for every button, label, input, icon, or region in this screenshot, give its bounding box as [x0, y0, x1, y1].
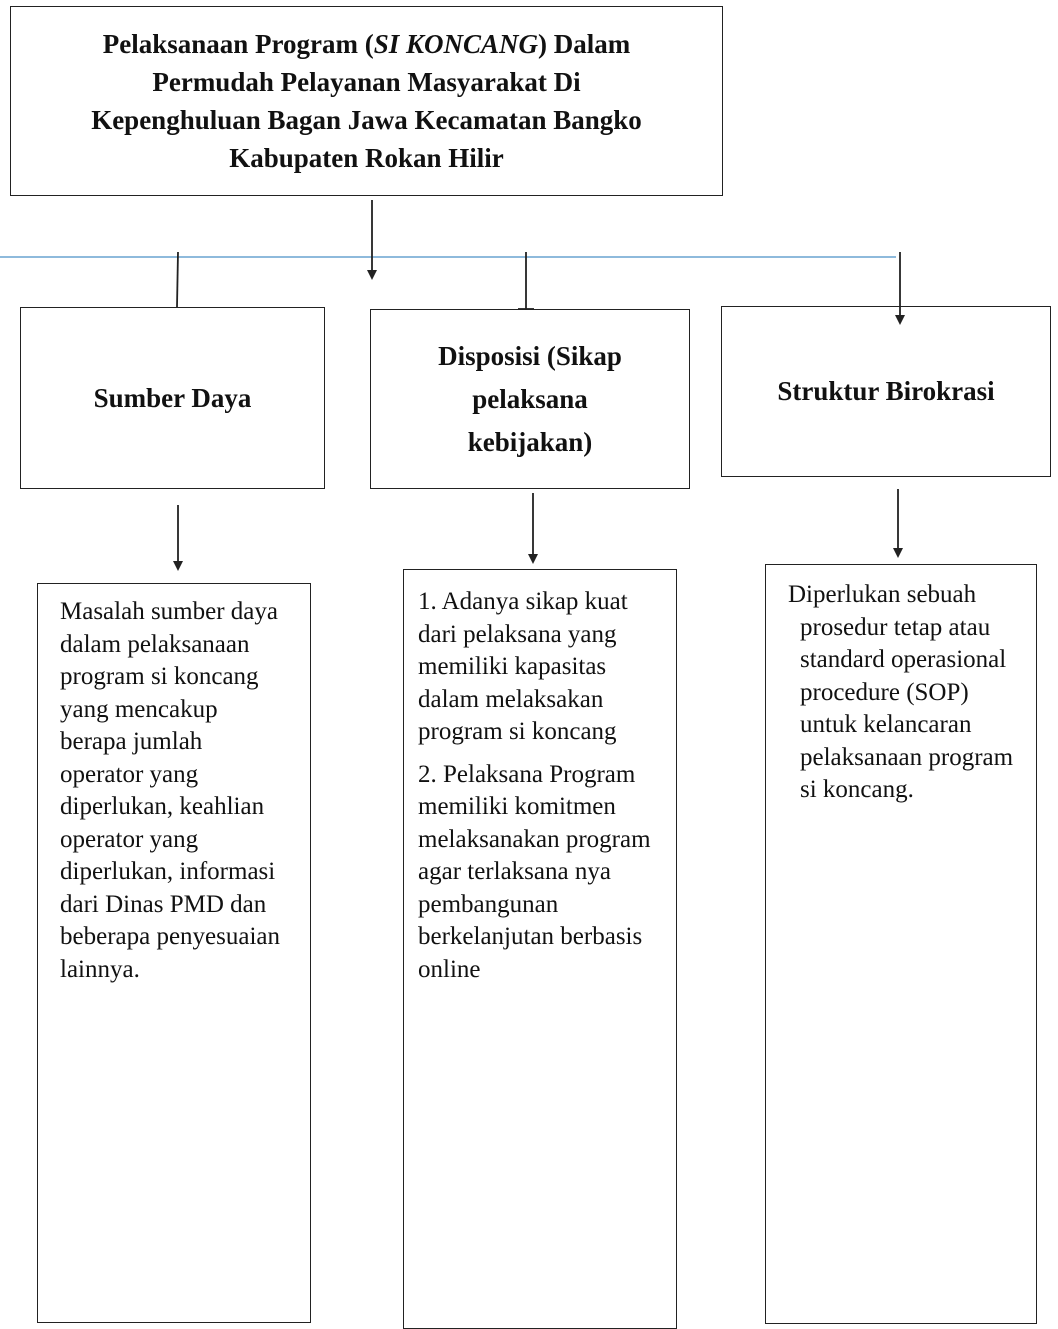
description-struktur-birokrasi: Diperlukan sebuah prosedur tetap atau st…	[765, 564, 1037, 1324]
title-box: Pelaksanaan Program (SI KONCANG) Dalam P…	[10, 6, 723, 196]
title-line2: Permudah Pelayanan Masyarakat Di	[152, 67, 581, 97]
description-disposisi-point-1: 1. Adanya sikap kuat dari pelaksana yang…	[418, 588, 628, 745]
description-sumber-daya: Masalah sumber daya dalam pelaksanaan pr…	[37, 583, 311, 1323]
category-sumber-daya-label: Sumber Daya	[93, 382, 252, 413]
title-line4: Kabupaten Rokan Hilir	[229, 143, 504, 173]
line-to-sumber	[176, 251, 179, 308]
title-line1-italic: SI KONCANG	[373, 29, 539, 59]
category-sumber-daya: Sumber Daya	[20, 307, 325, 489]
description-disposisi-point-2: 2. Pelaksana Program memiliki komitmen m…	[418, 760, 651, 983]
category-struktur-label: Struktur Birokrasi	[777, 376, 995, 406]
category-disposisi-label: Disposisi (Sikap pelaksana kebijakan)	[438, 340, 622, 457]
category-struktur-birokrasi: Struktur Birokrasi	[721, 306, 1051, 477]
category-disposisi: Disposisi (Sikap pelaksana kebijakan)	[370, 309, 690, 489]
description-struktur-text: Diperlukan sebuah prosedur tetap atau st…	[788, 581, 1014, 803]
title-line1-post: ) Dalam	[538, 29, 631, 59]
title-line3: Kepenghuluan Bagan Jawa Kecamatan Bangko	[91, 105, 642, 135]
description-sumber-daya-text: Masalah sumber daya dalam pelaksanaan pr…	[60, 598, 281, 983]
title-line1-pre: Pelaksanaan Program (	[102, 29, 374, 59]
description-disposisi: 1. Adanya sikap kuat dari pelaksana yang…	[403, 569, 677, 1329]
